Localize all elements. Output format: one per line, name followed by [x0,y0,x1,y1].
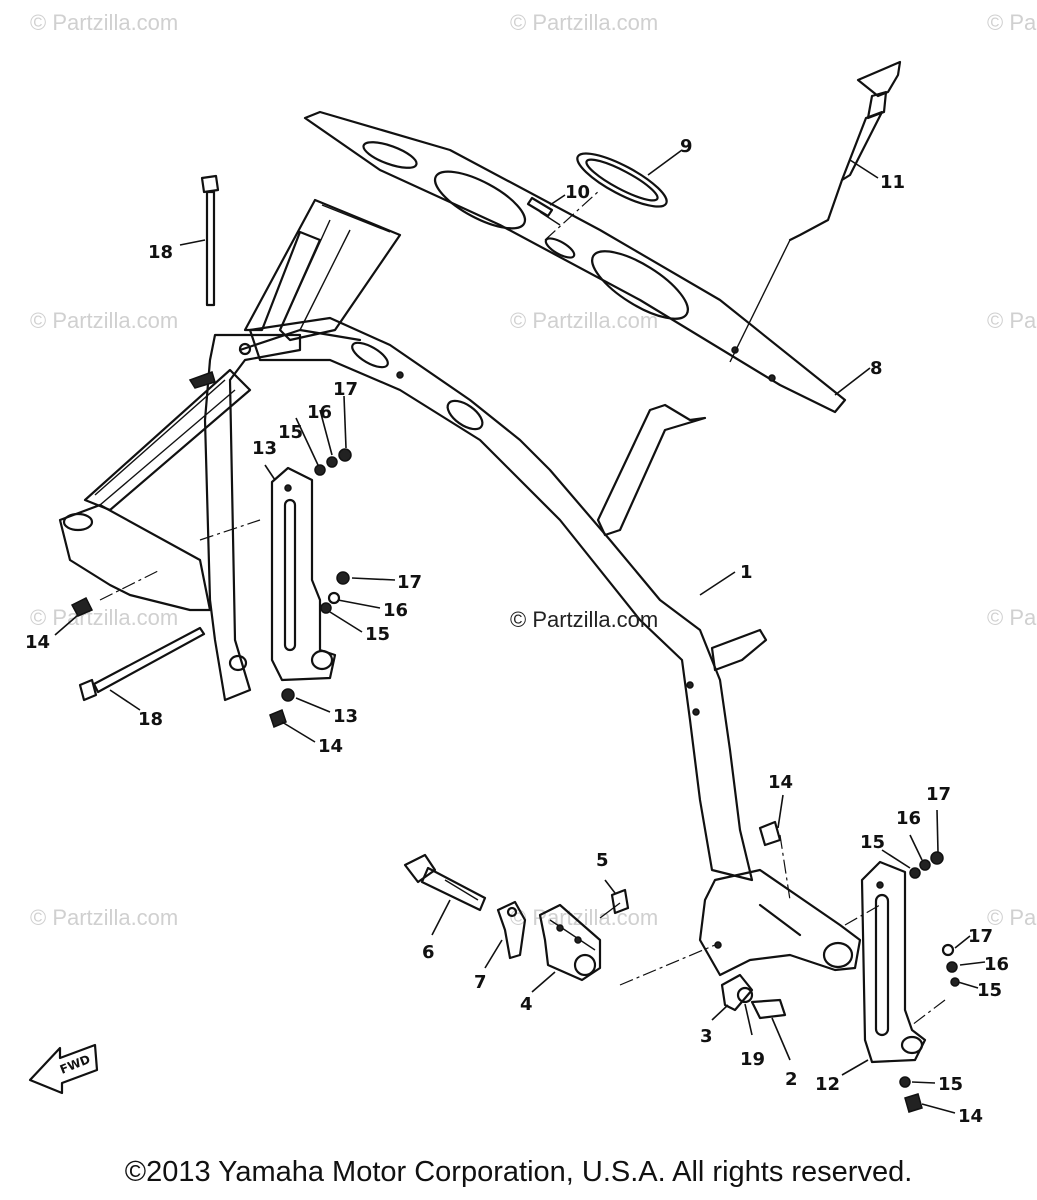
callout-9: 9 [680,136,693,157]
hex-bolt [403,853,487,912]
copyright-notice: ©2013 Yamaha Motor Corporation, U.S.A. A… [124,1156,913,1188]
watermark: © Partzilla.com [30,605,179,630]
long-bolt-upper [200,174,220,307]
center-watermark: © Partzilla.com [510,607,659,632]
callout-3: 3 [700,1026,713,1047]
watermark: © Partzilla.com [30,308,179,333]
callout-15: 15 [860,832,885,853]
callout-16: 16 [896,808,921,829]
callout-6: 6 [422,942,435,963]
right-side-bracket [596,403,768,672]
watermark: © Partzilla.com [510,308,659,333]
watermark: © Pa [987,605,1037,630]
assembly-line [779,834,791,901]
callout-13: 13 [252,438,277,459]
watermark: © Partzilla.com [30,10,179,35]
callout-17: 17 [926,784,951,805]
watermark: © Partzilla.com [30,905,179,930]
callout-10: 10 [565,182,590,203]
tab-washer [496,900,527,960]
callout-18: 18 [138,709,163,730]
assembly-line [911,999,946,1026]
assembly-line [99,569,161,601]
callout-13: 13 [333,706,358,727]
callout-8: 8 [870,358,883,379]
callout-16: 16 [307,402,332,423]
callout-17: 17 [397,572,422,593]
assembly-line [199,519,261,541]
callout-16: 16 [984,954,1009,975]
callout-4: 4 [520,994,533,1015]
panel-screw [526,196,561,226]
lower-pivot [698,868,862,977]
callout-2: 2 [785,1069,798,1090]
callout-14: 14 [25,632,50,653]
hardware-right [758,820,960,1113]
clamp-block [538,903,602,982]
pivot-bolt-set [720,973,787,1020]
callout-15: 15 [977,980,1002,1001]
callout-19: 19 [740,1049,765,1070]
callout-14: 14 [318,736,343,757]
callout-15: 15 [365,624,390,645]
callout-11: 11 [880,172,905,193]
callout-18: 18 [148,242,173,263]
dashboard-panel [303,110,847,414]
callout-14: 14 [958,1106,983,1127]
assembly-line [619,944,716,986]
callout-15: 15 [938,1074,963,1095]
watermark: © Partzilla.com [510,10,659,35]
callout-17: 17 [333,379,358,400]
assembly-line [544,189,601,241]
long-bolt-lower [78,626,206,702]
callout-14: 14 [768,772,793,793]
callout-16: 16 [383,600,408,621]
watermark: © Pa [987,10,1037,35]
left-bracket [58,333,302,702]
callout-7: 7 [474,972,487,993]
callout-1: 1 [740,562,753,583]
callout-12: 12 [815,1074,840,1095]
watermark: © Pa [987,905,1037,930]
callout-labels: 1 2 3 4 5 6 7 8 9 10 11 12 13 13 14 14 1… [25,136,1009,1127]
choke-cable [729,60,902,363]
assembly-line [844,904,881,926]
callout-17: 17 [968,926,993,947]
watermark: © Pa [987,308,1037,333]
fwd-arrow-icon: FWD [28,1043,99,1095]
gauge-ring [576,152,668,208]
callout-5: 5 [596,850,609,871]
slotted-plate-left [270,466,337,682]
pivot-pin [599,888,630,919]
callout-15: 15 [278,422,303,443]
leader-lines [54,149,986,1114]
slotted-plate-right [860,860,927,1064]
